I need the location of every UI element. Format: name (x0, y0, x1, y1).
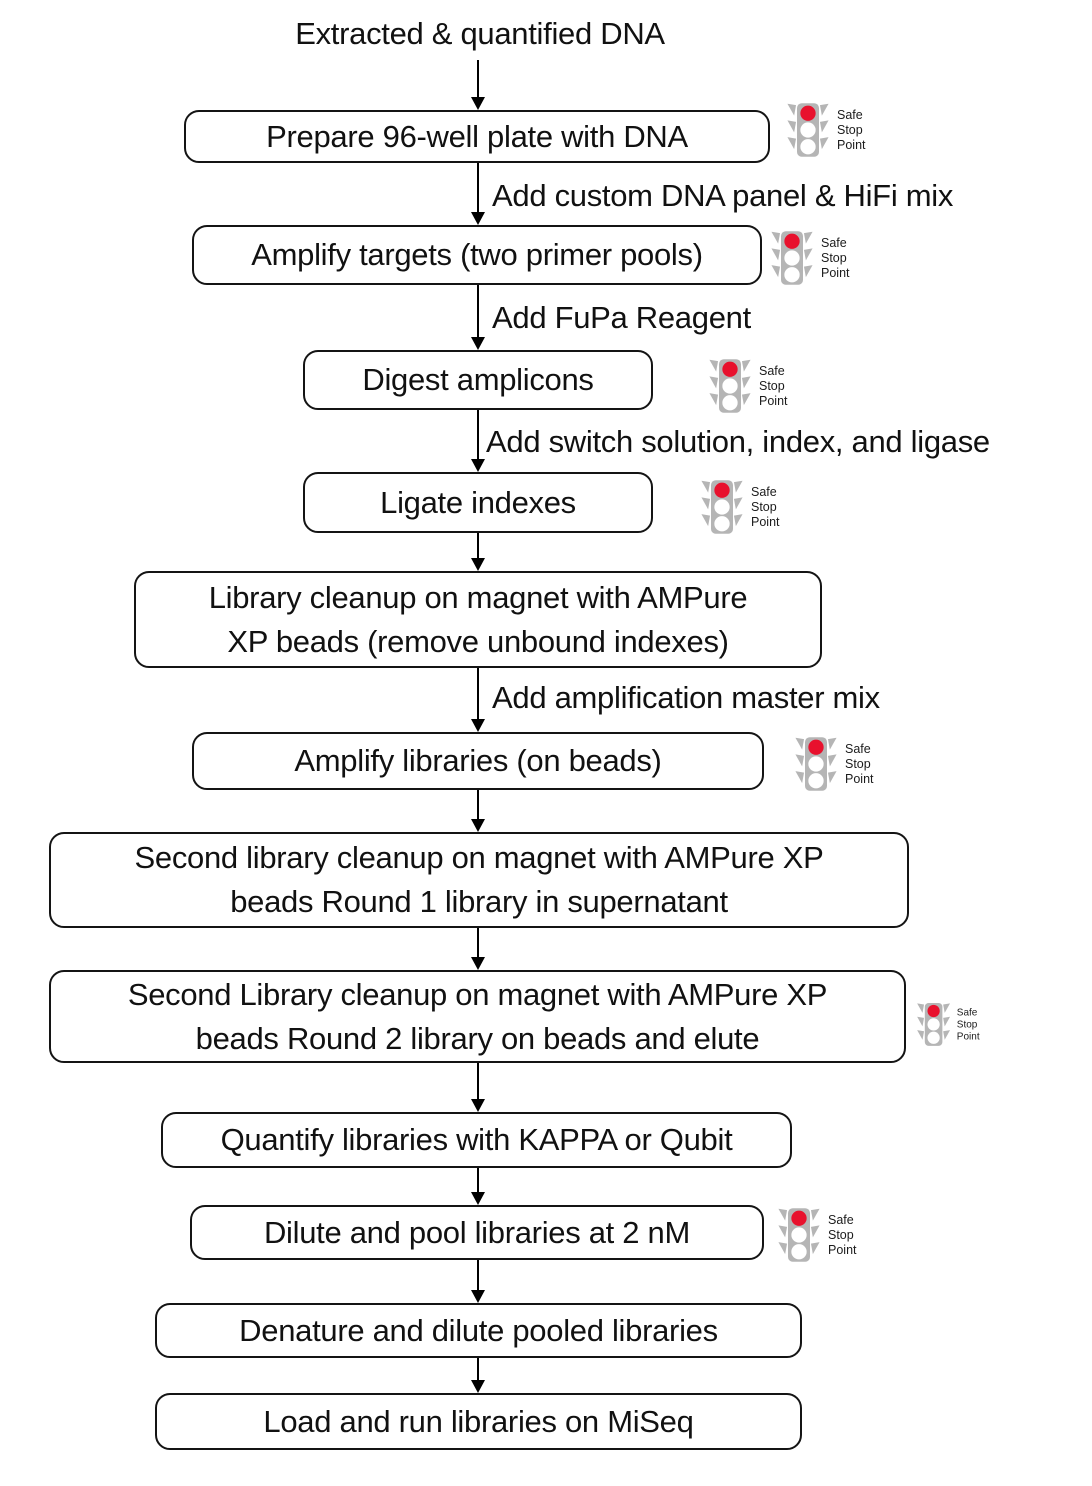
traffic-light-icon (917, 1002, 951, 1046)
flow-node-load-run-miseq: Load and run libraries on MiSeq (155, 1393, 802, 1450)
traffic-light-icon (795, 737, 837, 791)
traffic-light-icon (701, 480, 743, 534)
flow-node-ligate-indexes: Ligate indexes (303, 472, 653, 533)
flow-node-amplify-targets: Amplify targets (two primer pools) (192, 225, 762, 285)
flow-node-amplify-libraries: Amplify libraries (on beads) (192, 732, 764, 790)
edge-label-add-panel-hifi: Add custom DNA panel & HiFi mix (492, 178, 954, 213)
flow-node-dilute-pool: Dilute and pool libraries at 2 nM (190, 1205, 764, 1260)
start-label: Extracted & quantified DNA (295, 16, 665, 51)
flow-node-denature-dilute: Denature and dilute pooled libraries (155, 1303, 802, 1358)
traffic-light-icon (709, 359, 751, 413)
flow-node-digest-amplicons: Digest amplicons (303, 350, 653, 410)
edge-label-add-switch-index-ligase: Add switch solution, index, and ligase (486, 424, 990, 459)
flow-node-library-cleanup: Library cleanup on magnet with AMPure XP… (134, 571, 822, 668)
flow-node-second-cleanup-round2: Second Library cleanup on magnet with AM… (49, 970, 906, 1063)
flow-arrow (470, 1260, 486, 1303)
flow-arrow (470, 928, 486, 970)
flow-arrow (470, 668, 486, 732)
flow-arrow (470, 790, 486, 832)
edge-label-add-master-mix: Add amplification master mix (492, 680, 880, 715)
traffic-light-icon (787, 103, 829, 157)
flow-arrow (470, 1358, 486, 1393)
flow-node-quantify-libraries: Quantify libraries with KAPPA or Qubit (161, 1112, 792, 1168)
flow-arrow (470, 1168, 486, 1205)
flow-node-second-cleanup-round1: Second library cleanup on magnet with AM… (49, 832, 909, 928)
flow-node-prepare-plate: Prepare 96-well plate with DNA (184, 110, 770, 163)
traffic-light-icon (771, 231, 813, 285)
edge-label-add-fupa: Add FuPa Reagent (492, 300, 751, 335)
flow-arrow (470, 533, 486, 571)
flow-arrow (470, 285, 486, 350)
flow-arrow (470, 60, 486, 110)
traffic-light-icon (778, 1208, 820, 1262)
flow-arrow (470, 410, 486, 472)
flow-arrow (470, 163, 486, 225)
flow-arrow (470, 1063, 486, 1112)
